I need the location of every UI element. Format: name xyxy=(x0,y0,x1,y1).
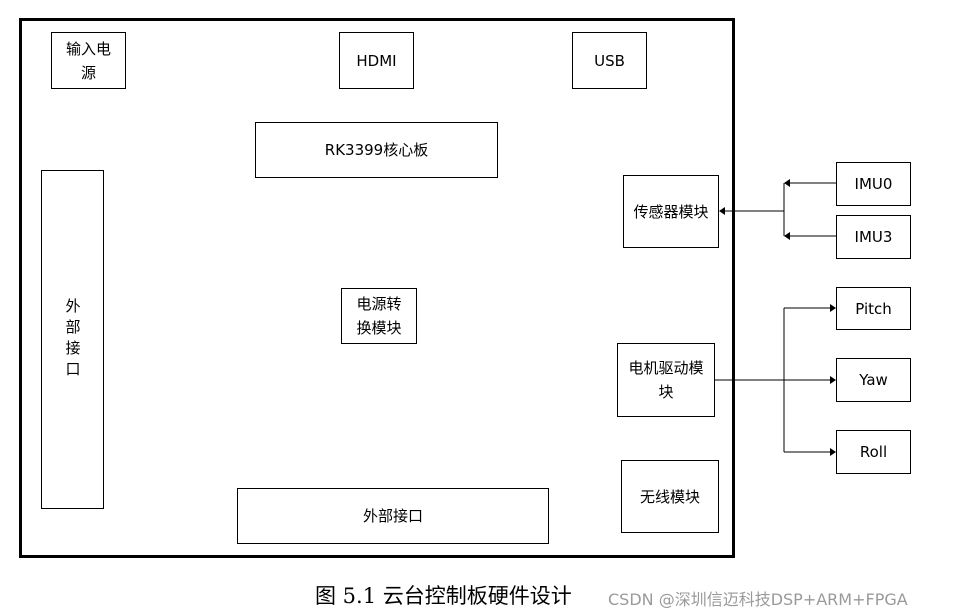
power-conversion-block: 电源转换模块 xyxy=(341,288,417,344)
external-interface-left-label: 外部接口 xyxy=(63,297,82,382)
hdmi-block: HDMI xyxy=(339,32,414,89)
watermark: CSDN @深圳信迈科技DSP+ARM+FPGA xyxy=(608,590,908,609)
imu0-block: IMU0 xyxy=(836,162,911,206)
figure-caption: 图 5.1 云台控制板硬件设计 xyxy=(315,584,572,608)
yaw-block: Yaw xyxy=(836,358,911,402)
roll-block: Roll xyxy=(836,430,911,474)
arrow-to-yaw-icon xyxy=(830,376,836,384)
core-board-block: RK3399核心板 xyxy=(255,122,498,178)
imu3-block: IMU3 xyxy=(836,215,911,259)
external-interface-left-block: 外部接口 xyxy=(41,170,104,509)
arrow-from-imu3-icon xyxy=(784,232,790,240)
arrow-to-roll-icon xyxy=(830,448,836,456)
arrow-to-pitch-icon xyxy=(830,304,836,312)
usb-block: USB xyxy=(572,32,647,89)
pitch-block: Pitch xyxy=(836,287,911,330)
arrow-to-sensor-icon xyxy=(719,207,725,215)
control-board-outline xyxy=(19,18,735,558)
external-interface-bottom-block: 外部接口 xyxy=(237,488,549,544)
power-input-block: 输入电源 xyxy=(51,32,126,89)
wireless-module-block: 无线模块 xyxy=(621,460,719,533)
sensor-module-block: 传感器模块 xyxy=(623,175,719,248)
motor-driver-block: 电机驱动模块 xyxy=(617,343,715,417)
arrow-from-imu0-icon xyxy=(784,179,790,187)
